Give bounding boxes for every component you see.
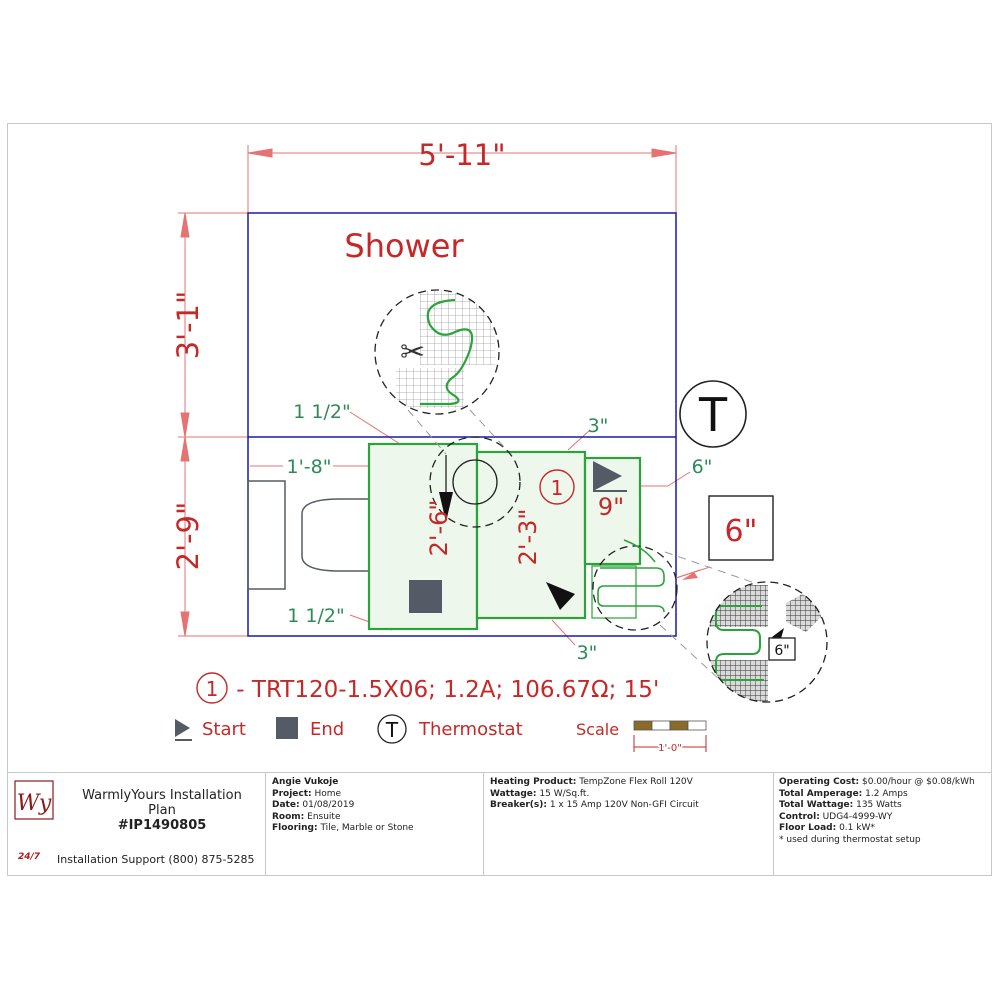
support-badge-icon: 24/7	[18, 852, 41, 862]
project-label: Project:	[272, 788, 312, 799]
cut-turn-zoom-detail: ✂	[374, 289, 500, 415]
company-title-line1: WarmlyYours Installation	[82, 788, 242, 803]
thermostat-note: * used during thermostat setup	[779, 834, 921, 845]
breaker-label: Breaker(s):	[490, 800, 547, 810]
heating-value: TempZone Flex Roll 120V	[576, 777, 693, 787]
dim-9: 9"	[598, 493, 624, 521]
cut-detail-circle	[592, 545, 678, 631]
turn-detail-circle	[429, 436, 521, 528]
flooring-value: Tile, Marble or Stone	[317, 823, 414, 833]
scissors-icon: ✂	[400, 335, 425, 370]
toilet-tank	[247, 480, 286, 590]
operating-info-block: Operating Cost: $0.00/hour @ $0.08/kWh T…	[773, 772, 992, 876]
opcost-value: $0.00/hour @ $0.08/kWh	[859, 777, 975, 787]
dim-3-bottom: 3"	[577, 642, 598, 664]
company-title-line2: Plan	[148, 803, 176, 818]
project-value: Home	[311, 788, 342, 799]
date-value: 01/08/2019	[299, 800, 355, 810]
shower-label: Shower	[344, 227, 464, 265]
scale-bar	[633, 720, 707, 752]
title-block-divider	[7, 772, 992, 773]
room-depth-label: 2'-9"	[171, 502, 205, 571]
legend-end-label: End	[310, 719, 344, 740]
spec-text: - TRT120-1.5X06; 1.2A; 106.67Ω; 15'	[229, 677, 659, 703]
plan-number: #IP1490805	[117, 818, 207, 833]
heating-label: Heating Product:	[490, 777, 577, 787]
dim-6-right: 6"	[692, 456, 713, 478]
product-info-block: Heating Product: TempZone Flex Roll 120V…	[483, 772, 773, 876]
date-label: Date:	[272, 800, 300, 810]
dimension-lines	[178, 145, 711, 646]
legend-thermostat-icon	[377, 714, 407, 744]
opcost-label: Operating Cost:	[779, 777, 860, 787]
installation-support: Installation Support (800) 875-5285	[57, 853, 255, 866]
customer-name: Angie Vukoje	[272, 777, 339, 787]
heating-mat	[367, 442, 642, 631]
dim-1-8: 1'-8"	[287, 456, 332, 478]
dim-2-6: 2'-6"	[425, 500, 453, 557]
total-wattage-value: 135 Watts	[853, 800, 902, 810]
legend-end-icon	[276, 717, 298, 739]
sheet-border	[7, 123, 992, 876]
breaker-value: 1 x 15 Amp 120V Non-GFI Circuit	[546, 800, 699, 810]
scale-label: Scale	[576, 720, 619, 739]
total-wattage-label: Total Wattage:	[779, 800, 854, 810]
control-label: Control:	[779, 811, 820, 822]
arrow-up-left-icon	[546, 582, 575, 610]
zone-number: 1	[551, 476, 564, 500]
warmlyyours-logo-icon: Wy	[14, 780, 54, 820]
dim-2-3: 2'-3"	[514, 509, 542, 566]
company-block: WarmlyYours Installation Plan #IP1490805	[62, 788, 262, 833]
project-info-block: Angie Vukoje Project: Home Date: 01/08/2…	[265, 772, 483, 876]
spec-number-circle	[196, 672, 228, 704]
thermostat-icon	[679, 380, 747, 448]
amperage-value: 1.2 Amps	[862, 788, 908, 799]
room-value: Ensuite	[304, 811, 341, 822]
flooring-label: Flooring:	[272, 823, 318, 833]
spacing-callout-large: 6"	[725, 514, 758, 549]
start-marker-icon	[593, 461, 622, 491]
shower-depth-label: 3'-1"	[171, 291, 205, 360]
spacing-callout-small: 6"	[774, 643, 789, 659]
control-value: UDG4-4999-WY	[819, 811, 893, 822]
legend-thermostat-label: Thermostat	[418, 719, 523, 740]
thermostat-symbol: T	[698, 388, 728, 442]
dim-1-1-2-bottom: 1 1/2"	[287, 605, 344, 627]
arrow-down-icon	[439, 492, 453, 522]
amperage-label: Total Amperage:	[779, 788, 863, 799]
legend-thermostat-symbol: T	[385, 718, 399, 742]
legend-start-icon	[175, 719, 190, 737]
wattage-label: Wattage:	[490, 788, 537, 799]
floor-load-value: 0.1 kW*	[836, 823, 875, 833]
spec-number: 1	[206, 677, 219, 701]
end-marker-icon	[409, 580, 442, 613]
zone-number-circle	[539, 469, 575, 505]
room-walls	[247, 212, 677, 637]
dim-3-top: 3"	[588, 415, 609, 437]
spacing-callout-box	[708, 495, 774, 561]
svg-text:Wy: Wy	[17, 791, 52, 816]
wattage-value: 15 W/Sq.ft.	[536, 788, 590, 799]
dim-1-1-2-top: 1 1/2"	[293, 401, 350, 423]
room-label: Room:	[272, 811, 305, 822]
overall-width-label: 5'-11"	[418, 138, 505, 172]
scale-value: 1'-0"	[658, 743, 682, 754]
legend-start-label: Start	[202, 719, 246, 740]
floor-load-label: Floor Load:	[779, 823, 837, 833]
